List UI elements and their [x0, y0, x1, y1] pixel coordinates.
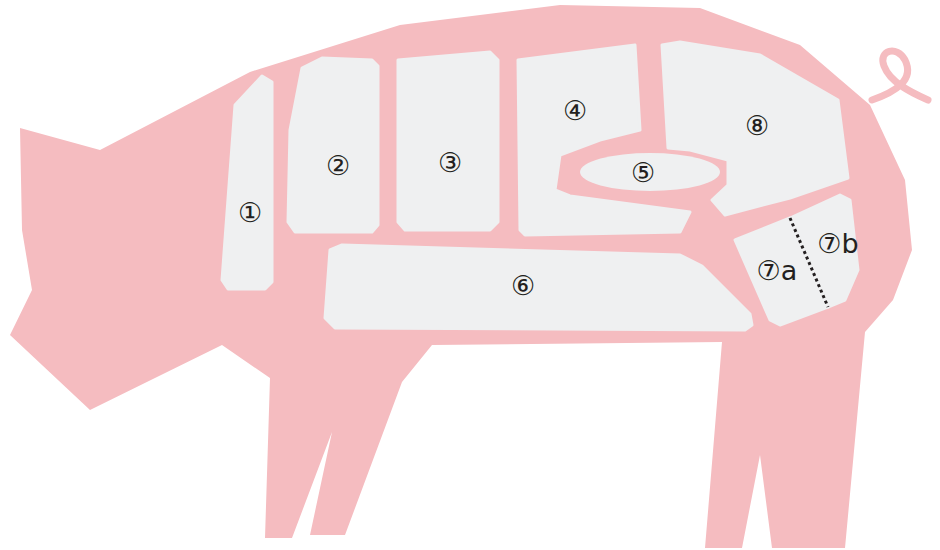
cut-number: ②	[326, 152, 350, 179]
cut-region: ⑧	[662, 42, 848, 215]
cut-outline	[222, 76, 272, 289]
cut-shape	[222, 76, 272, 289]
cut-region: ⑦b	[790, 195, 858, 307]
cut-number: ⑦b	[817, 230, 858, 257]
cut-divider	[790, 218, 828, 307]
cut-number: ③	[438, 149, 462, 176]
cut-shape	[398, 52, 498, 230]
cut-number: ①	[238, 199, 262, 226]
pig-tail	[872, 51, 928, 100]
cut-region: ⑥	[325, 245, 752, 330]
pig-body	[10, 5, 912, 548]
cut-number: ⑤	[631, 159, 655, 186]
cut-region: ①	[222, 76, 272, 289]
cut-outline	[288, 58, 378, 232]
cut-number: ⑦a	[757, 257, 798, 284]
cut-shape	[662, 42, 848, 215]
cut-region: ⑤	[580, 153, 720, 191]
cut-number: ④	[563, 97, 587, 124]
cut-region: ②	[288, 58, 378, 232]
cut-shape	[790, 195, 858, 307]
cut-outline	[325, 245, 752, 330]
cut-number: ⑥	[511, 272, 535, 299]
cut-number: ⑧	[745, 112, 769, 139]
cut-region: ③	[398, 52, 498, 230]
cut-shape	[580, 153, 720, 191]
cut-shape	[288, 58, 378, 232]
cut-shape	[325, 245, 752, 330]
cut-outline	[398, 52, 498, 230]
